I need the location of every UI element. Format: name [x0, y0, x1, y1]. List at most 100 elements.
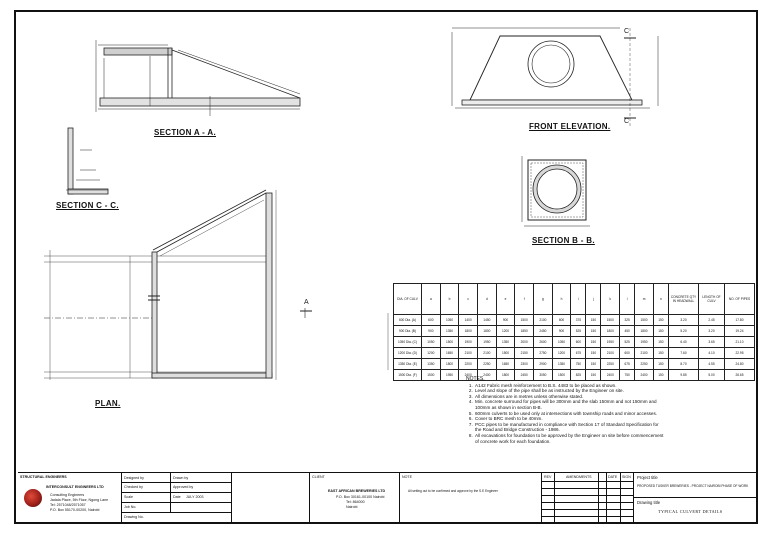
table-cell: 1200: [495, 325, 516, 337]
table-cell: 1500: [514, 314, 535, 326]
section-marker-c-top: C: [624, 28, 630, 35]
table-cell: 2400: [477, 369, 497, 381]
table-cell: 3.20: [668, 314, 699, 326]
table-cell: 1450: [477, 314, 497, 326]
section-cc-title: SECTION C - C.: [56, 201, 119, 210]
revision-cell: REV AMENDMENTS DATE SIGN: [542, 473, 634, 523]
table-cell: 1350 Dia. (E): [393, 358, 422, 370]
table-cell: 750: [570, 358, 587, 370]
note-text: All setting out to be confirmed and appr…: [408, 489, 498, 493]
table-cell: 3.20: [698, 325, 725, 337]
header-cell: i: [570, 283, 587, 315]
table-cell: 1500: [551, 369, 572, 381]
schedule-header-row: DIA. OF CULV a b c d e f g h i j k l m n…: [393, 283, 755, 315]
header-cell: m: [634, 283, 654, 315]
table-cell: 675: [619, 358, 636, 370]
table-cell: 1350: [421, 358, 441, 370]
table-cell: 5.00: [698, 369, 725, 381]
header-cell: NO. OF PIPES: [724, 283, 755, 315]
table-cell: 1050: [439, 314, 460, 326]
table-cell: 600: [570, 336, 587, 348]
table-cell: 375: [570, 314, 587, 326]
table-cell: 1350: [551, 358, 572, 370]
table-cell: 1950: [439, 369, 460, 381]
table-cell: 2000: [514, 336, 535, 348]
table-cell: 7.60: [668, 347, 699, 359]
table-cell: 1800: [458, 325, 479, 337]
firm-line: Consulting Engineers: [50, 493, 85, 497]
table-cell: 1950: [634, 336, 654, 348]
table-cell: 19.24: [724, 325, 755, 337]
table-cell: 1200: [421, 347, 441, 359]
drawing-sheet: [14, 10, 758, 524]
table-cell: 2100: [477, 347, 497, 359]
table-cell: 150: [585, 325, 602, 337]
table-cell: 3050: [533, 369, 553, 381]
front-elevation-title: FRONT ELEVATION.: [529, 122, 611, 131]
table-cell: 9.85: [668, 369, 699, 381]
table-cell: 4.10: [698, 347, 725, 359]
table-cell: 900 Dia. (B): [393, 325, 422, 337]
table-cell: 2250: [634, 358, 654, 370]
table-cell: 900: [551, 325, 572, 337]
table-cell: 1950: [477, 336, 497, 348]
blank-cell: [232, 473, 310, 523]
table-cell: 150: [652, 314, 670, 326]
table-cell: 900: [421, 325, 441, 337]
section-aa-drawing: [95, 40, 301, 116]
header-cell: k: [600, 283, 621, 315]
table-cell: 150: [585, 314, 602, 326]
note-item: A142 Fabric mesh reinforcement to B.S. 4…: [474, 383, 666, 389]
section-aa-title: SECTION A - A.: [154, 128, 216, 137]
notes-block: NOTES. A142 Fabric mesh reinforcement to…: [466, 376, 666, 445]
table-cell: 1500: [600, 314, 621, 326]
table-cell: 6.40: [668, 336, 699, 348]
header-cell: b: [439, 283, 460, 315]
date-label: Date: [173, 495, 181, 499]
notes-heading: NOTES.: [466, 376, 485, 382]
table-cell: 1650: [495, 358, 516, 370]
header-cell: n: [652, 283, 670, 315]
table-cell: 2600: [533, 336, 553, 348]
table-cell: 450: [619, 325, 636, 337]
client-line: Nairobi: [346, 505, 358, 509]
table-cell: 600 Dia. (A): [393, 314, 422, 326]
date-col-label: DATE: [608, 475, 618, 479]
project-title-label: Project title: [637, 475, 658, 480]
title-block: STRUCTURAL ENGINEERS INTERCONSULT ENGINE…: [18, 472, 756, 523]
header-cell: j: [585, 283, 602, 315]
client-line: Tel: 864000: [346, 500, 365, 504]
table-cell: 675: [570, 347, 587, 359]
table-cell: 1400: [458, 314, 479, 326]
section-marker-c-bottom: C: [624, 118, 630, 125]
project-title: PROPOSED TUSKER BREWERIES - PROJECT NAIR…: [637, 484, 749, 488]
table-cell: 26.65: [724, 369, 755, 381]
section-bb-title: SECTION B - B.: [532, 236, 595, 245]
table-cell: 2100: [458, 347, 479, 359]
table-cell: 1500: [495, 347, 516, 359]
plan-drawing: [44, 189, 312, 380]
checked-by-label: Checked by: [124, 485, 143, 489]
note-item: Min. concrete surround for pipes will be…: [474, 399, 666, 410]
section-marker-a: A: [304, 299, 309, 306]
drawing-no-label: Drawing No.: [124, 515, 144, 519]
table-cell: 1850: [514, 325, 535, 337]
table-cell: 24.80: [724, 358, 755, 370]
sign-col-label: SIGN: [622, 475, 631, 479]
notes-list: A142 Fabric mesh reinforcement to B.S. 4…: [466, 383, 666, 445]
section-cc-drawing: [66, 127, 109, 195]
table-cell: 21.10: [724, 336, 755, 348]
client-line: P.O. Box 30161-00100 Nairobi: [336, 495, 385, 499]
table-cell: 3.65: [698, 336, 725, 348]
header-cell: DIA. OF CULV: [393, 283, 422, 315]
culvert-schedule-table: DIA. OF CULV a b c d e f g h i j k l m n…: [393, 283, 755, 381]
date-value: JULY 2003: [186, 495, 204, 499]
table-cell: 600: [619, 347, 636, 359]
